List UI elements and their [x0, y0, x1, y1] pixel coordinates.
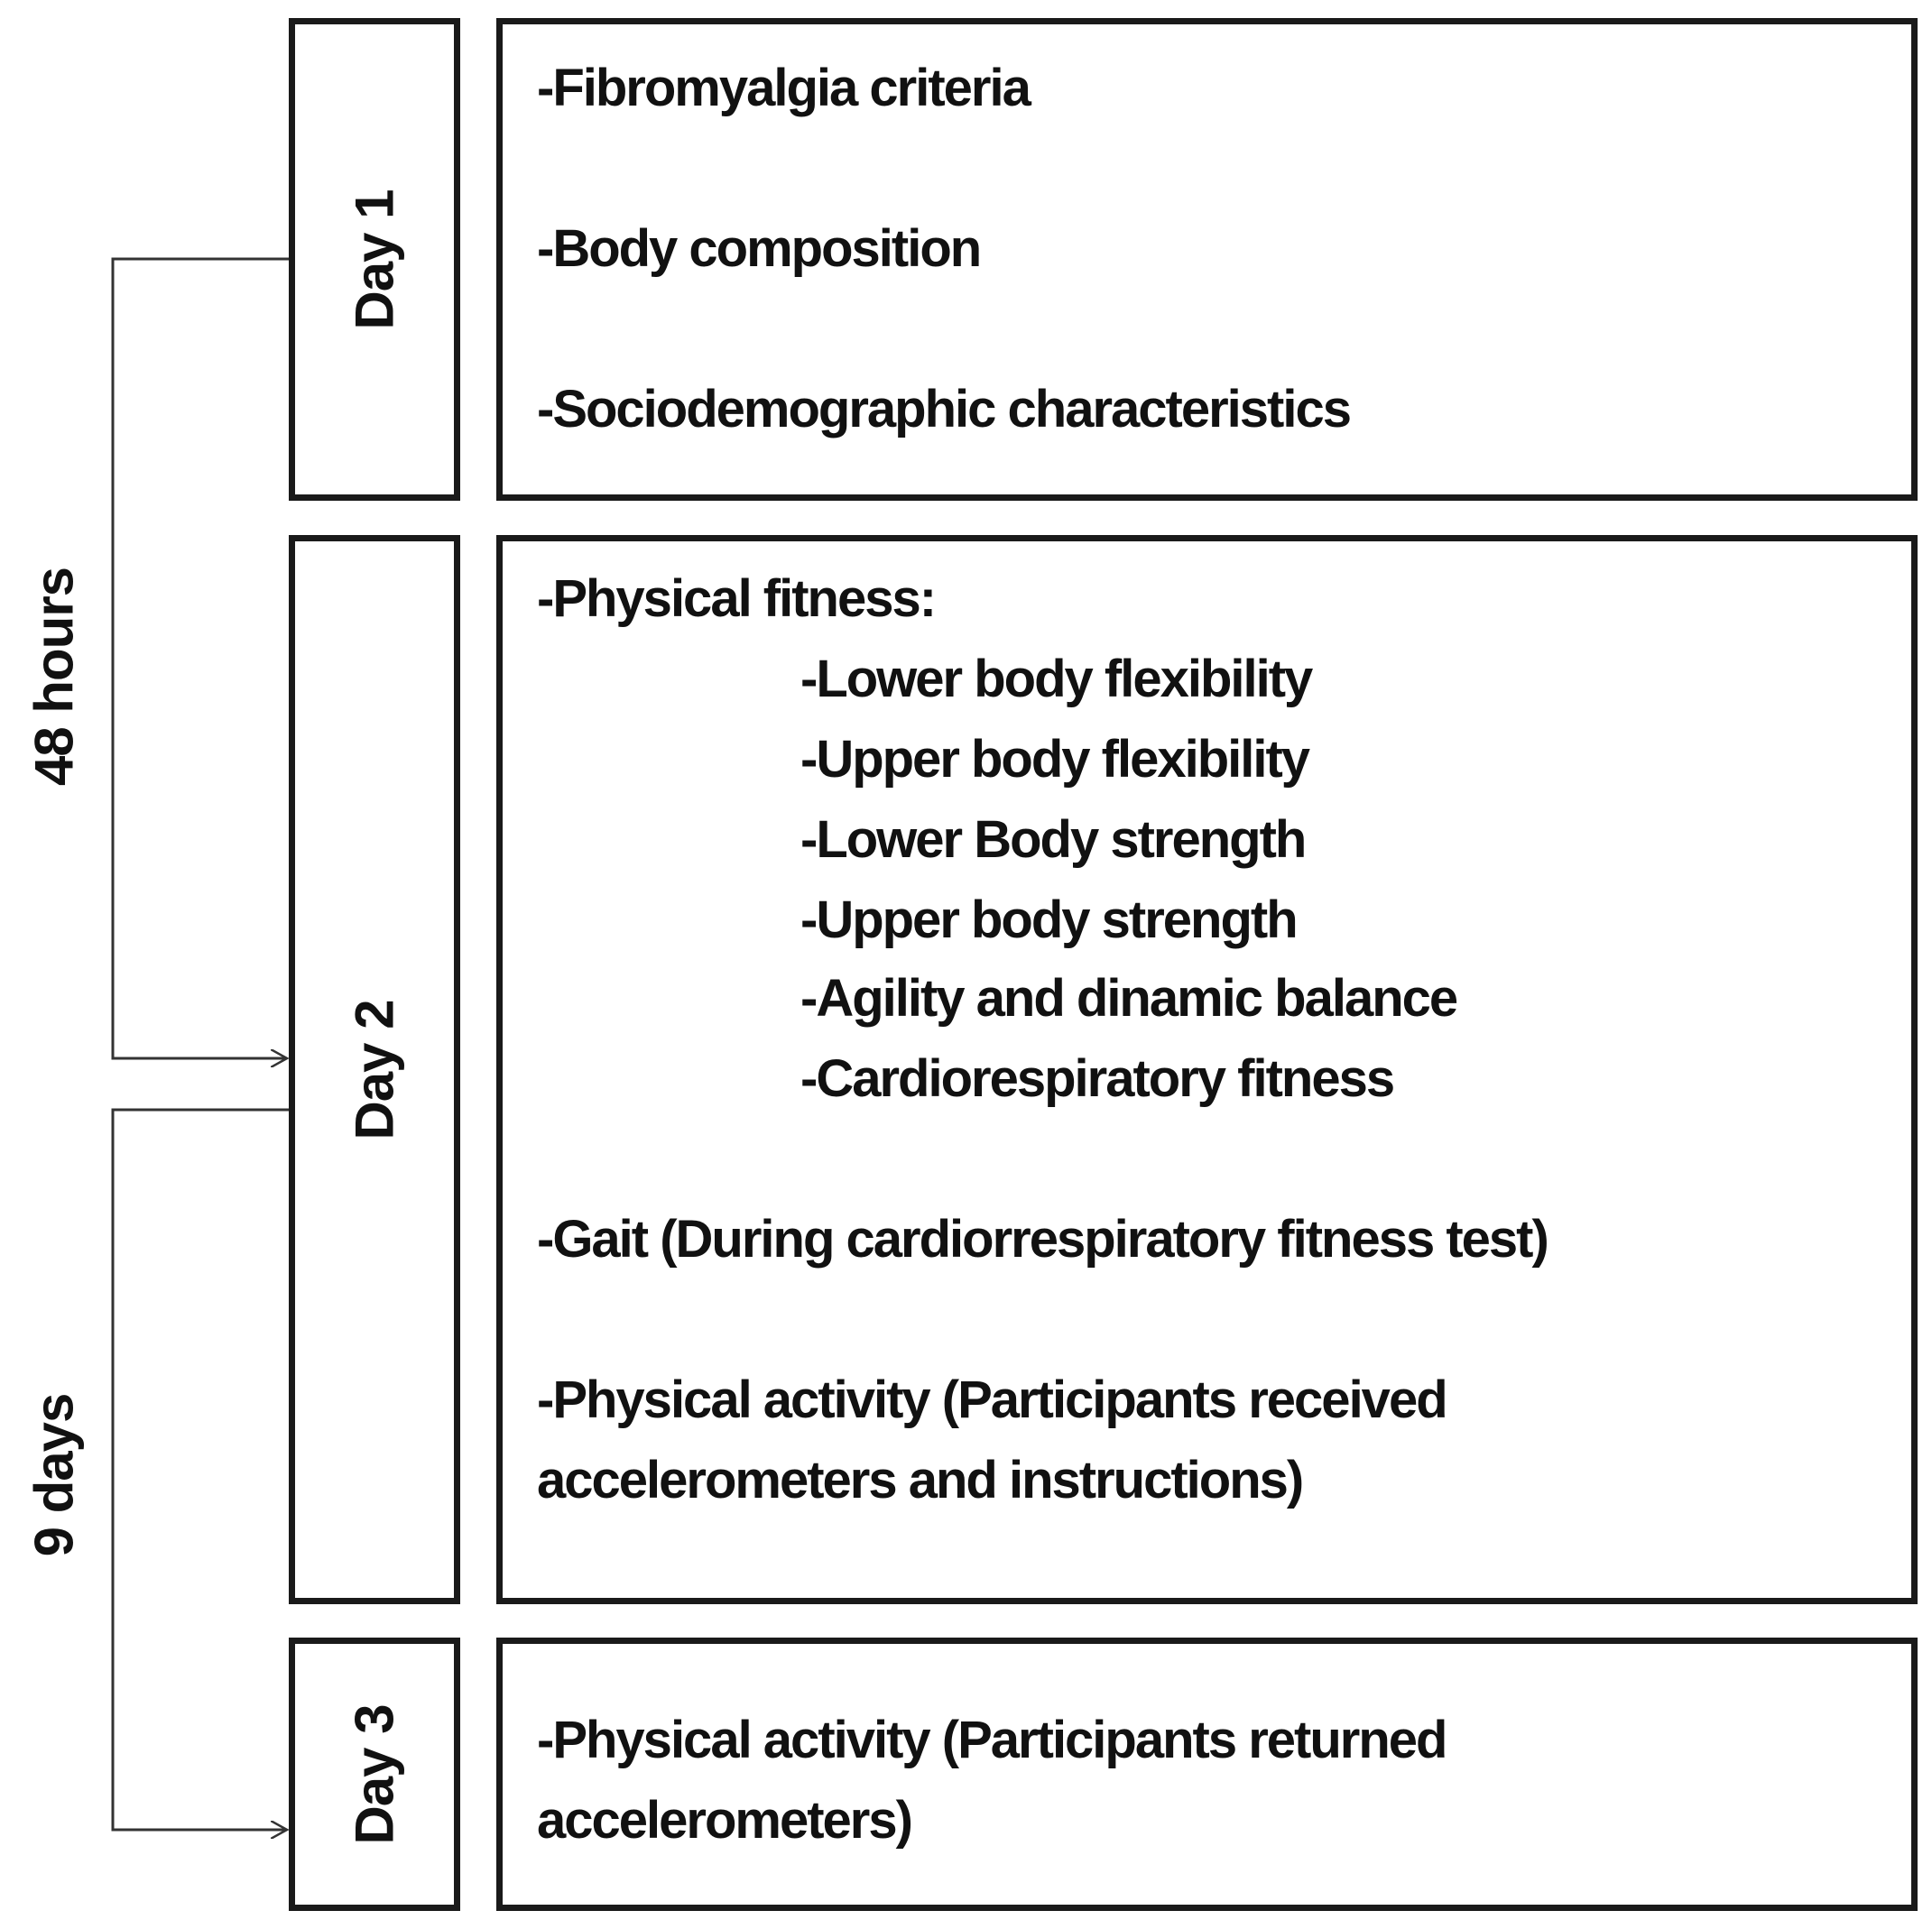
arrow-48-hours — [111, 257, 289, 1058]
day-2-subitem: -Cardiorespiratory fitness — [800, 1049, 1395, 1108]
day-2-subitem: -Lower body flexibility — [800, 650, 1313, 708]
day-2-item: -Physical activity (Participants receive… — [537, 1371, 1448, 1429]
day-2-content-box: -Physical fitness: -Lower body flexibili… — [496, 535, 1918, 1604]
day-2-subitem: -Upper body flexibility — [800, 730, 1310, 789]
day-3-box: Day 3 — [289, 1638, 460, 1911]
day-1-box: Day 1 — [289, 18, 460, 501]
day-2-subitem: -Agility and dinamic balance — [800, 969, 1458, 1028]
day-2-label: Day 2 — [344, 999, 405, 1140]
day-1-item: -Body composition — [537, 219, 982, 278]
day-1-item: -Fibromyalgia criteria — [537, 59, 1031, 117]
day-1-content-box: -Fibromyalgia criteria -Body composition… — [496, 18, 1918, 501]
day-3-content-box: -Physical activity (Participants returne… — [496, 1638, 1918, 1911]
arrow-9-days — [111, 1108, 289, 1830]
day-1-label: Day 1 — [344, 189, 405, 330]
day-2-item: accelerometers and instructions) — [537, 1451, 1304, 1509]
day-1-item: -Sociodemographic characteristics — [537, 380, 1352, 438]
interval-48-hours-label: 48 hours — [23, 567, 85, 787]
day-2-heading: -Physical fitness: — [537, 569, 937, 628]
day-3-label: Day 3 — [344, 1703, 405, 1845]
day-2-subitem: -Lower Body strength — [800, 810, 1307, 869]
interval-9-days-label: 9 days — [23, 1393, 85, 1557]
day-2-box: Day 2 — [289, 535, 460, 1604]
day-3-item: accelerometers) — [537, 1791, 913, 1850]
day-2-item: -Gait (During cardiorrespiratory fitness… — [537, 1210, 1549, 1269]
day-2-subitem: -Upper body strength — [800, 891, 1299, 949]
day-3-item: -Physical activity (Participants returne… — [537, 1711, 1447, 1769]
